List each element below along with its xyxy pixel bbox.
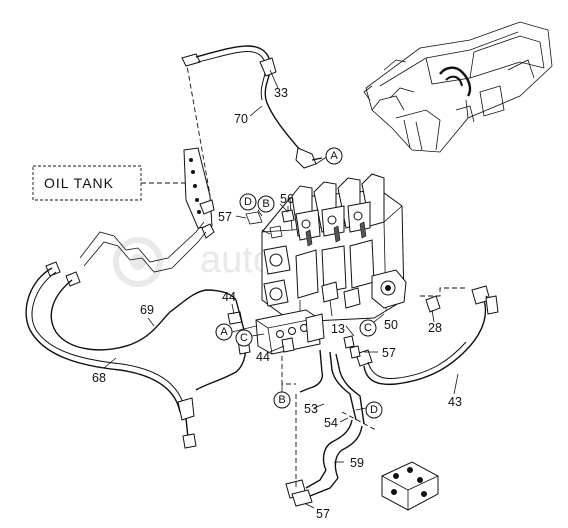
pipe-bundle bbox=[285, 349, 377, 507]
callout-57-c: 57 bbox=[316, 507, 330, 521]
leader-c1 bbox=[251, 333, 265, 337]
oil-tank-label: OIL TANK bbox=[44, 175, 114, 191]
connector-c-right: C bbox=[359, 319, 377, 337]
callout-59: 59 bbox=[350, 456, 364, 470]
leader-54 bbox=[339, 417, 349, 423]
svg-text:C: C bbox=[364, 322, 372, 334]
leader-28 bbox=[431, 309, 435, 323]
callout-43: 43 bbox=[448, 395, 462, 409]
hose-43 bbox=[355, 285, 499, 386]
callout-33: 33 bbox=[274, 86, 288, 100]
oil-tank-flange bbox=[183, 147, 215, 239]
callout-28: 28 bbox=[428, 321, 442, 335]
fitting-13 bbox=[343, 335, 355, 349]
callout-57-b: 57 bbox=[382, 346, 396, 360]
callout-44-b: 44 bbox=[256, 350, 270, 364]
leader-57a bbox=[235, 215, 247, 219]
callout-56: 56 bbox=[280, 192, 294, 206]
leader-57c bbox=[305, 503, 315, 509]
connector-d-bottom: D bbox=[365, 401, 383, 419]
callout-68: 68 bbox=[92, 371, 106, 385]
oil-tank-box: OIL TANK bbox=[32, 165, 186, 201]
fitting-57b bbox=[349, 345, 361, 359]
svg-text:B: B bbox=[262, 198, 269, 210]
leader-50 bbox=[373, 313, 385, 323]
leader-d2 bbox=[355, 407, 367, 411]
sub-valve-block bbox=[255, 309, 325, 385]
svg-text:A: A bbox=[220, 326, 228, 338]
leader-a2 bbox=[231, 325, 257, 333]
callout-50: 50 bbox=[384, 318, 398, 332]
leader-53 bbox=[313, 403, 325, 409]
callout-44-a: 44 bbox=[222, 290, 236, 304]
manifold-block bbox=[381, 461, 439, 511]
leader-43 bbox=[453, 373, 459, 395]
leader-44a bbox=[231, 303, 235, 315]
hose-70 bbox=[181, 45, 323, 169]
leader-44b bbox=[269, 345, 285, 353]
tank-return-line bbox=[79, 221, 207, 273]
callout-53: 53 bbox=[304, 402, 318, 416]
callout-69: 69 bbox=[140, 303, 154, 317]
connector-a-top: A bbox=[325, 147, 343, 165]
svg-text:D: D bbox=[244, 196, 252, 208]
excavator-overview-illustration bbox=[363, 21, 553, 153]
leader-56 bbox=[279, 203, 289, 213]
fitting-28 bbox=[420, 287, 468, 313]
svg-text:D: D bbox=[370, 404, 378, 416]
leader-70 bbox=[249, 105, 263, 117]
connector-c-left: C bbox=[235, 329, 253, 347]
leader-b1 bbox=[257, 209, 263, 217]
svg-text:C: C bbox=[240, 332, 248, 344]
control-valve bbox=[245, 173, 407, 323]
leader-33 bbox=[269, 69, 279, 89]
svg-text:A: A bbox=[330, 150, 338, 162]
hose-68-69 bbox=[25, 261, 251, 449]
connector-b-top: B bbox=[257, 195, 275, 213]
svg-text:B: B bbox=[278, 394, 285, 406]
callout-13: 13 bbox=[331, 322, 345, 336]
connector-d-top: D bbox=[239, 193, 257, 211]
connector-b-bottom: B bbox=[273, 391, 291, 409]
dashed-leader-tank bbox=[185, 59, 211, 196]
callout-54: 54 bbox=[324, 416, 338, 430]
leader-68 bbox=[103, 357, 117, 369]
leader-13 bbox=[345, 325, 355, 337]
fitting-56 bbox=[281, 206, 295, 223]
callout-57-a: 57 bbox=[218, 210, 232, 224]
leader-69 bbox=[147, 317, 155, 327]
connector-a-left: A bbox=[215, 323, 233, 341]
callout-70: 70 bbox=[234, 112, 248, 126]
